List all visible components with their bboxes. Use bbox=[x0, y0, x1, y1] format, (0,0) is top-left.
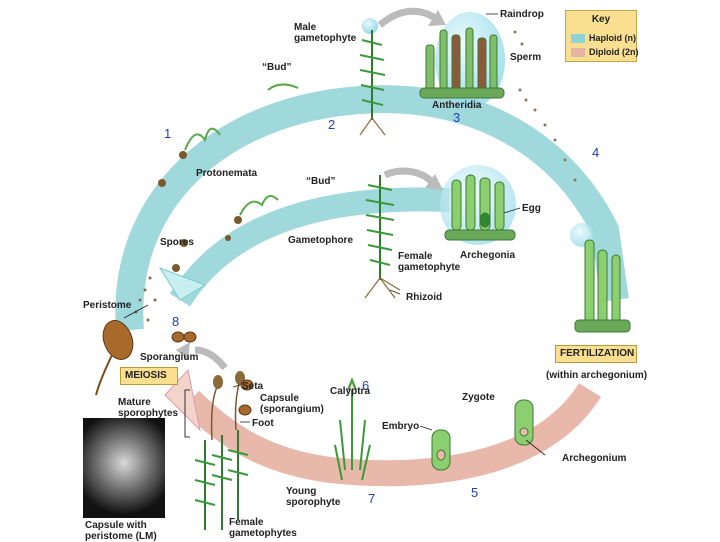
leader-lines bbox=[123, 13, 546, 456]
sperm-dots bbox=[513, 30, 577, 182]
spore-dust bbox=[134, 276, 157, 322]
gray-arrow-bottom-head bbox=[176, 342, 190, 360]
label-seta: Seta bbox=[242, 381, 264, 392]
stage-number-5: 5 bbox=[471, 485, 479, 500]
protonemata-top bbox=[179, 127, 221, 159]
haploid-swatch bbox=[571, 34, 585, 43]
label-protonemata: Protonemata bbox=[196, 168, 258, 179]
label-male-gametophyte: Male gametophyte bbox=[294, 22, 356, 44]
gray-arrow-top bbox=[377, 7, 437, 28]
inner-haploid-arc bbox=[169, 187, 451, 307]
label-archegonia: Archegonia bbox=[460, 250, 516, 261]
label-bud-mid: “Bud” bbox=[306, 176, 336, 187]
label-capsule-peristome: Capsule with peristome (LM) bbox=[85, 520, 157, 542]
haploid-label: Haploid (n) bbox=[589, 33, 636, 43]
raindrop-left bbox=[362, 18, 378, 34]
label-foot: Foot bbox=[252, 418, 274, 429]
fertilization-archegonium bbox=[574, 239, 631, 333]
key-title: Key bbox=[591, 14, 611, 25]
bud-top bbox=[267, 83, 299, 91]
label-bud-top: “Bud” bbox=[262, 62, 292, 73]
label-within-archegonium: (within archegonium) bbox=[546, 370, 648, 381]
meiosis-box: MEIOSIS bbox=[120, 367, 178, 385]
label-female-gametophytes-line2: gametophytes bbox=[229, 528, 297, 539]
label-sperm: Sperm bbox=[510, 52, 542, 63]
embryo-archegonium bbox=[431, 399, 534, 471]
archegonia-cluster bbox=[444, 174, 516, 241]
stage-number-2: 2 bbox=[328, 117, 336, 132]
gray-arrow-mid bbox=[383, 167, 435, 185]
young-sporophyte bbox=[334, 377, 371, 481]
label-rhizoid: Rhizoid bbox=[406, 292, 443, 303]
label-young-line2: sporophyte bbox=[286, 497, 341, 508]
spores bbox=[158, 179, 231, 272]
label-calyptra: Calyptra bbox=[330, 386, 371, 397]
label-capsule-peristome-line1: Capsule with bbox=[85, 520, 147, 531]
antheridia-cluster bbox=[419, 27, 505, 99]
diploid-label: Diploid (2n) bbox=[589, 47, 639, 57]
label-peristome: Peristome bbox=[83, 300, 132, 311]
label-spores: Spores bbox=[160, 237, 194, 248]
capsule-micrograph bbox=[83, 418, 165, 518]
stage-number-8: 8 bbox=[172, 314, 180, 329]
protonemata-mid bbox=[234, 195, 279, 224]
label-male-line1: Male bbox=[294, 22, 317, 33]
stage-number-1: 1 bbox=[164, 126, 172, 141]
label-mature-line2: sporophytes bbox=[118, 408, 179, 419]
stage-number-6: 6 bbox=[362, 378, 370, 393]
fertilization-box: FERTILIZATION bbox=[555, 345, 637, 363]
label-capsule: Capsule (sporangium) bbox=[260, 393, 324, 415]
label-capsule-peristome-line2: peristome (LM) bbox=[85, 531, 157, 542]
label-young-line1: Young bbox=[286, 486, 317, 497]
label-zygote: Zygote bbox=[462, 392, 495, 403]
label-capsule-line1: Capsule bbox=[260, 393, 299, 404]
label-gametophore: Gametophore bbox=[288, 235, 354, 246]
gray-arrow-bottom bbox=[194, 346, 228, 371]
stage-number-7: 7 bbox=[368, 491, 376, 506]
stage-number-4: 4 bbox=[592, 145, 600, 160]
label-sporangium: Sporangium bbox=[140, 352, 199, 363]
label-male-line2: gametophyte bbox=[294, 33, 357, 44]
key-legend: Key Haploid (n) Diploid (2n) bbox=[565, 10, 639, 62]
diploid-swatch bbox=[571, 48, 585, 57]
label-egg: Egg bbox=[522, 203, 541, 214]
label-female-gametophytes-line1: Female bbox=[229, 517, 264, 528]
label-female-gametophyte: Female gametophyte bbox=[398, 251, 460, 273]
label-female-gametophytes: Female gametophytes bbox=[229, 517, 297, 539]
label-embryo: Embryo bbox=[382, 421, 420, 432]
stage-number-3: 3 bbox=[453, 110, 461, 125]
female-gametophyte-plant bbox=[364, 175, 401, 299]
label-mature-sporophytes: Mature sporophytes bbox=[118, 397, 178, 419]
inner-arc-arrowhead bbox=[158, 267, 207, 301]
gray-arrow-top-head bbox=[428, 10, 446, 26]
outer-haploid-arc bbox=[115, 85, 629, 332]
label-archegonium: Archegonium bbox=[562, 453, 627, 464]
sporangium-capsules bbox=[95, 320, 254, 416]
gray-arrow-mid-head bbox=[425, 174, 443, 190]
label-raindrop: Raindrop bbox=[500, 9, 544, 20]
label-female-line2: gametophyte bbox=[398, 262, 461, 273]
label-female-line1: Female bbox=[398, 251, 433, 262]
label-antheridia: Antheridia bbox=[432, 100, 482, 111]
label-mature-line1: Mature bbox=[118, 397, 151, 408]
male-gametophyte-plant bbox=[359, 30, 386, 136]
mature-sporophytes-bracket bbox=[184, 389, 190, 438]
label-young-sporophyte: Young sporophyte bbox=[286, 486, 340, 508]
label-capsule-line2: (sporangium) bbox=[260, 404, 324, 415]
diploid-arc bbox=[180, 382, 602, 487]
